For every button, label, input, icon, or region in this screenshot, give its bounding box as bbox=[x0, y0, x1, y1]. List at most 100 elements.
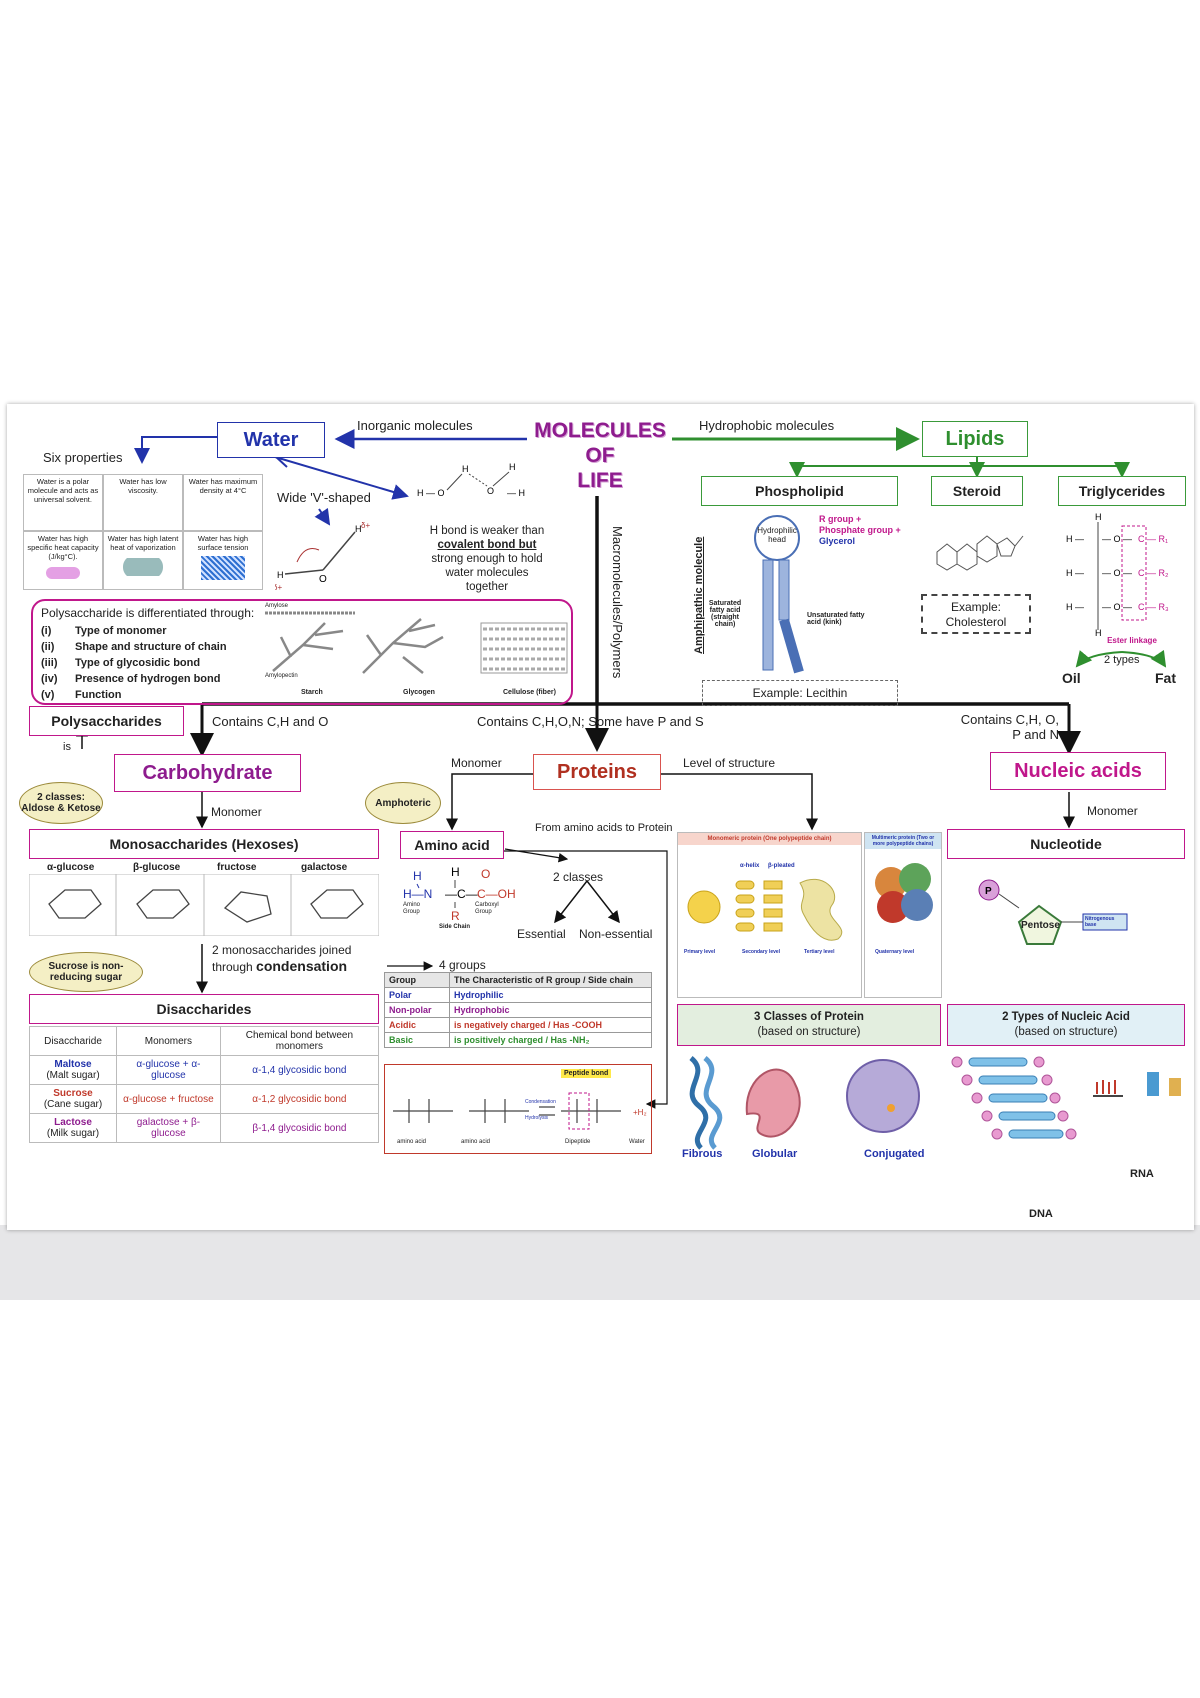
ester-linkage-label: Ester linkage bbox=[1107, 636, 1157, 645]
amino-acid-structure: H—NH —C—HR C—OHO bbox=[403, 865, 516, 923]
nitrogenous-base-label: Nitrogenous base bbox=[1085, 916, 1115, 928]
phospholipid-composition: R group + Phosphate group + Glycerol bbox=[819, 514, 901, 546]
three-classes-node[interactable]: 3 Classes of Protein (based on structure… bbox=[677, 1004, 941, 1046]
amphipathic-label: Amphipathic molecule bbox=[693, 536, 705, 654]
polysaccharide-structures bbox=[265, 611, 568, 674]
primary-level-label: Primary level bbox=[684, 949, 716, 955]
beta-glucose-label: β-glucose bbox=[133, 862, 181, 873]
svg-text:H—N: H—N bbox=[403, 887, 432, 901]
beta-pleated-label: β-pleated bbox=[768, 863, 795, 869]
two-types-label: 2 types bbox=[1104, 654, 1140, 666]
hydrogen-bond-note: H bond is weaker than covalent bond but … bbox=[429, 525, 545, 593]
r-group-table: Group The Characteristic of R group / Si… bbox=[384, 972, 652, 1048]
alpha-glucose-label: α-glucose bbox=[47, 862, 95, 873]
protein-monomer-label: Monomer bbox=[451, 756, 502, 770]
monomers-col-header: Monomers bbox=[116, 1026, 221, 1056]
peptide-bond-label: Peptide bond bbox=[561, 1069, 612, 1078]
inorganic-label: Inorganic molecules bbox=[357, 418, 473, 433]
poly-criterion-5: (v)Function bbox=[41, 689, 122, 701]
saturated-fatty-acid-label: Saturated fatty acid (straight chain) bbox=[708, 600, 742, 628]
amino-acid-node[interactable]: Amino acid bbox=[400, 831, 504, 859]
condensation-note: 2 monosaccharides joined through condens… bbox=[212, 943, 352, 974]
poly-criterion-3: (iii)Type of glycosidic bond bbox=[41, 657, 201, 669]
lipids-label: Lipids bbox=[945, 427, 1005, 450]
nucleic-monomer-label: Monomer bbox=[1087, 804, 1138, 818]
disaccharides-node[interactable]: Disaccharides bbox=[29, 994, 379, 1024]
title-line-1: MOLECULES bbox=[534, 419, 666, 442]
svg-text:H: H bbox=[509, 462, 516, 472]
protein-classes-images bbox=[689, 1056, 920, 1150]
unsaturated-fatty-acid-label: Unsaturated fatty acid (kink) bbox=[807, 612, 865, 626]
carboxyl-group-label: Carboxyl Group bbox=[475, 902, 499, 915]
svg-text:H: H bbox=[1095, 628, 1102, 638]
svg-text:H: H bbox=[1095, 512, 1102, 522]
aldose-ketose-bubble: 2 classes: Aldose & Ketose bbox=[19, 782, 103, 824]
essential-label: Essential bbox=[517, 927, 566, 941]
svg-text:— H: — H bbox=[507, 488, 525, 498]
svg-text:— O —: — O — bbox=[1102, 568, 1132, 578]
starch-label: Starch bbox=[301, 689, 323, 696]
poly-criterion-2: (ii)Shape and structure of chain bbox=[41, 641, 227, 653]
wide-v-shaped-label: Wide 'V'-shaped bbox=[277, 490, 371, 505]
monosaccharides-node[interactable]: Monosaccharides (Hexoses) bbox=[29, 829, 379, 859]
lipids-node[interactable]: Lipids bbox=[922, 421, 1028, 457]
level-of-structure-label: Level of structure bbox=[683, 756, 776, 770]
globular-label: Globular bbox=[752, 1148, 798, 1160]
svg-text:H: H bbox=[277, 570, 284, 580]
water-node[interactable]: Water bbox=[217, 422, 325, 458]
oil-label: Oil bbox=[1062, 670, 1081, 686]
peptide-bond-diagram: +H₂O bbox=[393, 1092, 647, 1130]
carbohydrate-node[interactable]: Carbohydrate bbox=[114, 754, 301, 792]
nucleotide-node[interactable]: Nucleotide bbox=[947, 829, 1185, 859]
svg-text:R: R bbox=[451, 909, 460, 923]
cellulose-label: Cellulose (fiber) bbox=[503, 689, 556, 696]
alpha-helix-label: α-helix bbox=[740, 863, 760, 869]
svg-text:H: H bbox=[355, 524, 362, 534]
amylose-label: Amylose bbox=[265, 603, 289, 609]
nucleic-acids-node[interactable]: Nucleic acids bbox=[990, 752, 1166, 790]
nucleic-composition-label: Contains C,H, O, P and N bbox=[960, 712, 1059, 742]
galactose-label: galactose bbox=[301, 862, 348, 873]
phospholipid-node[interactable]: Phospholipid bbox=[701, 476, 898, 506]
monomeric-protein-structures bbox=[687, 878, 843, 941]
water-property-4: Water has high specific heat capacity (J… bbox=[23, 531, 103, 590]
two-classes-label: 2 classes bbox=[553, 870, 604, 884]
svg-text:P: P bbox=[985, 886, 992, 897]
cholesterol-structure bbox=[936, 535, 1024, 571]
carb-composition-label: Contains C,H and O bbox=[212, 714, 329, 729]
two-types-nucleic-node[interactable]: 2 Types of Nucleic Acid (based on struct… bbox=[947, 1004, 1185, 1046]
hydrolysis-label: Hydrolysis bbox=[525, 1115, 549, 1121]
steroid-node[interactable]: Steroid bbox=[931, 476, 1023, 506]
svg-text:H —: H — bbox=[1066, 602, 1084, 612]
water-property-2: Water has low viscosity. bbox=[103, 474, 183, 531]
peptide-aa1-label: amino acid bbox=[397, 1139, 427, 1145]
carb-monomer-label: Monomer bbox=[211, 805, 262, 819]
svg-text:— O —: — O — bbox=[1102, 602, 1132, 612]
svg-text:O: O bbox=[487, 486, 494, 496]
fat-label: Fat bbox=[1155, 670, 1176, 686]
dna-label: DNA bbox=[1029, 1208, 1053, 1220]
is-label: is bbox=[63, 741, 71, 753]
poly-criterion-1: (i)Type of monomer bbox=[41, 625, 167, 637]
side-chain-label: Side Chain bbox=[439, 924, 471, 930]
svg-text:H —: H — bbox=[1066, 568, 1084, 578]
svg-text:H: H bbox=[462, 464, 469, 474]
monomeric-protein-panel: Monomeric protein (One polypeptide chain… bbox=[677, 832, 862, 998]
svg-text:C — R₂: C — R₂ bbox=[1138, 568, 1169, 578]
quaternary-protein-structure bbox=[875, 863, 933, 923]
monomeric-title: Monomeric protein (One polypeptide chain… bbox=[678, 833, 861, 845]
non-essential-label: Non-essential bbox=[579, 927, 653, 941]
proteins-node[interactable]: Proteins bbox=[533, 754, 661, 790]
water-property-6: Water has high surface tension bbox=[183, 531, 263, 590]
multimeric-title: Multimeric protein (Two or more polypept… bbox=[865, 833, 941, 849]
triglycerides-node[interactable]: Triglycerides bbox=[1058, 476, 1186, 506]
pentose-label: Pentose bbox=[1021, 920, 1060, 931]
table-row: Lactose(Milk sugar) galactose + β-glucos… bbox=[29, 1113, 380, 1143]
title-line-2: OF bbox=[585, 444, 615, 467]
polysaccharides-node[interactable]: Polysaccharides bbox=[29, 706, 184, 736]
main-title: MOLECULES OF LIFE bbox=[527, 418, 673, 493]
bond-col-header: Chemical bond between monomers bbox=[219, 1026, 380, 1056]
table-row: Sucrose(Cane sugar) α-glucose + fructose… bbox=[29, 1084, 380, 1114]
